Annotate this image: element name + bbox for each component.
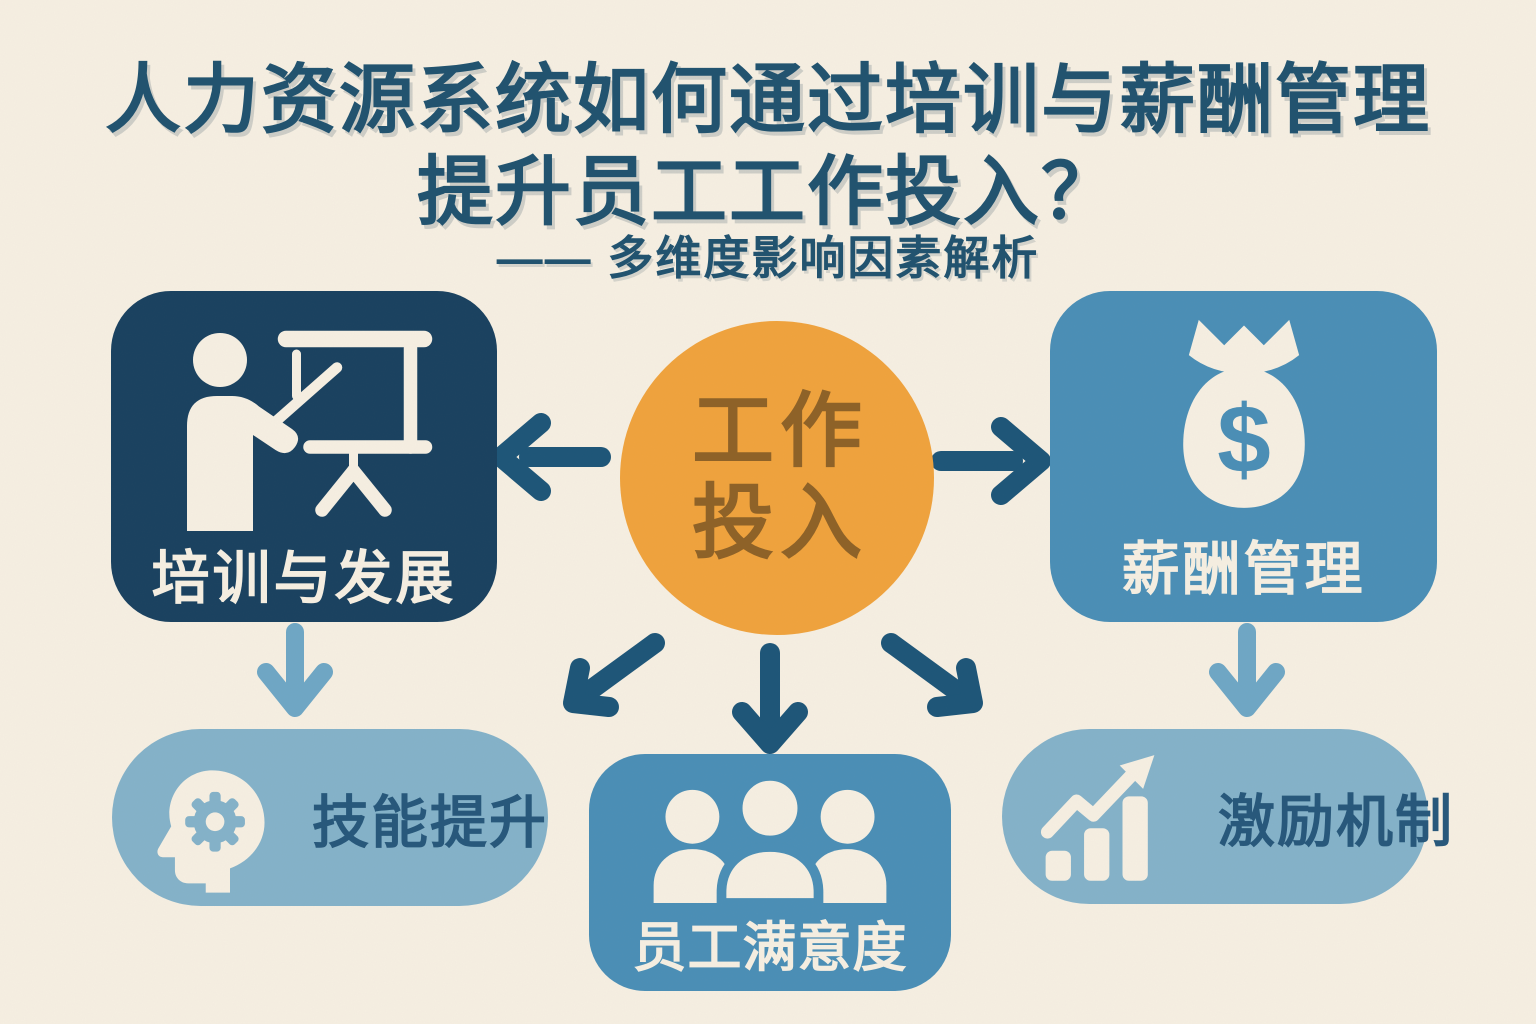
node-satisfaction: 员工满意度 — [589, 754, 951, 991]
arrow-training-to-skills — [257, 623, 333, 717]
node-incentive: 激励机制 — [1002, 729, 1452, 904]
center-node-label-line2: 投入 — [691, 478, 868, 569]
money-bag-icon: $ — [1144, 317, 1344, 522]
growth-chart-icon — [1040, 751, 1190, 883]
head-gear-icon — [146, 743, 286, 893]
team-people-icon — [640, 778, 900, 903]
node-training-label: 培训与发展 — [151, 546, 457, 611]
center-node-label-line1: 工作 — [691, 386, 868, 478]
node-skills-label: 技能提升 — [312, 790, 548, 855]
arrow-center-to-satisfaction — [732, 643, 808, 754]
presenter-board-icon — [154, 321, 454, 531]
node-compensation: $ 薪酬管理 — [1050, 291, 1437, 622]
node-satisfaction-label: 员工满意度 — [632, 918, 908, 978]
node-training: 培训与发展 — [111, 291, 497, 622]
center-node-work-engagement: 工作 投入 — [620, 321, 934, 635]
arrow-center-to-compensation — [931, 417, 1051, 505]
arrow-center-to-skills — [563, 633, 665, 717]
arrow-center-to-incentive — [881, 633, 983, 717]
dollar-sign: $ — [1217, 387, 1270, 494]
node-incentive-label: 激励机制 — [1218, 789, 1454, 854]
arrow-center-to-training — [491, 413, 611, 501]
node-skills: 技能提升 — [112, 729, 548, 906]
arrow-compensation-to-incentive — [1209, 623, 1285, 717]
page-subtitle: —— 多维度影响因素解析 — [496, 232, 1040, 284]
node-compensation-label: 薪酬管理 — [1121, 537, 1366, 602]
